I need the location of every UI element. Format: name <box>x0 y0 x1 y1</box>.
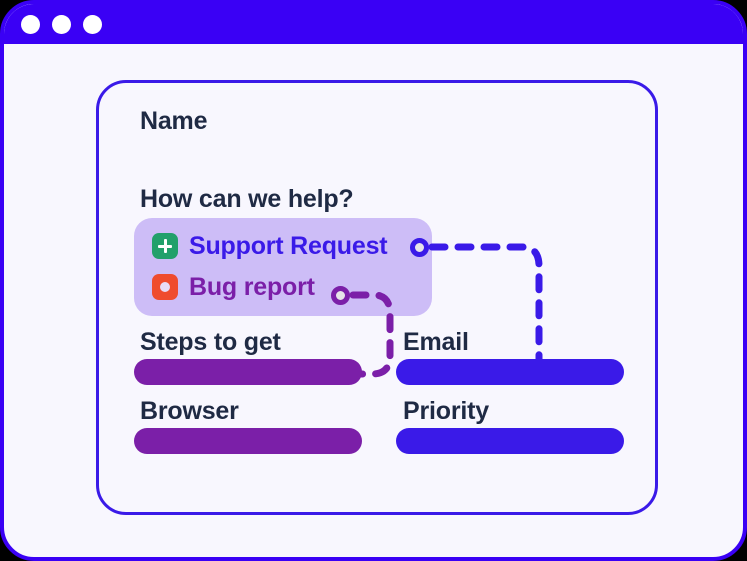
connector-dot-bug-report[interactable] <box>331 286 350 305</box>
priority-label: Priority <box>403 397 489 425</box>
option-bug-report-label: Bug report <box>189 272 315 301</box>
bug-circle-icon <box>152 274 178 300</box>
window-close-dot[interactable] <box>21 15 40 34</box>
connector-dot-support-request[interactable] <box>410 238 429 257</box>
email-label: Email <box>403 328 469 356</box>
plus-square-icon <box>152 233 178 259</box>
priority-input[interactable] <box>396 428 624 454</box>
form-card <box>96 80 658 515</box>
window-maximize-dot[interactable] <box>83 15 102 34</box>
help-options-group: Support Request Bug report <box>134 218 432 316</box>
help-question-label: How can we help? <box>140 185 354 213</box>
steps-to-get-label: Steps to get <box>140 328 281 356</box>
option-support-request[interactable]: Support Request <box>152 229 388 263</box>
browser-input[interactable] <box>134 428 362 454</box>
email-input[interactable] <box>396 359 624 385</box>
title-bar <box>4 4 743 44</box>
option-support-request-label: Support Request <box>189 231 388 260</box>
name-field-label: Name <box>140 107 208 135</box>
browser-label: Browser <box>140 397 239 425</box>
steps-to-get-input[interactable] <box>134 359 362 385</box>
window-minimize-dot[interactable] <box>52 15 71 34</box>
option-bug-report[interactable]: Bug report <box>152 270 315 304</box>
